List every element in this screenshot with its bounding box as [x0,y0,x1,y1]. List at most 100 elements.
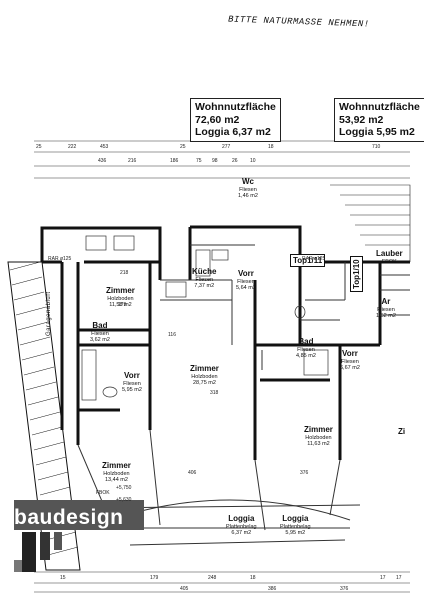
room-zimmer-bottom-left-floor: Holzboden [103,470,130,477]
dim-inner-5: 376 [300,470,309,476]
room-zimmer-top-left-floor: Holzboden [107,295,134,302]
dim-top-14: 10 [250,158,256,164]
dim-top-4: 25 [180,144,186,150]
room-vorr-right: Vorr Fliesen 6,67 m2 [340,349,360,371]
room-kueche: Küche Fliesen 7,37 m2 [192,267,217,289]
room-zimmer-right: Zimmer Holzboden 11,63 m2 [304,425,333,447]
room-bad-left-area: 3,62 m2 [90,336,110,343]
room-bad-right: Bad Fliesen 4,85 m2 [296,337,316,359]
top-label-10: Top1/10 [350,256,363,292]
dim-bottom-8: 15 [60,575,66,581]
dim-top-6: 18 [268,144,274,150]
room-loggia-left-name: Loggia [228,514,255,523]
room-bad-left: Bad Fliesen 3,62 m2 [90,321,110,343]
garagenabluft-label: Garagenabluft [46,291,52,336]
area-box-left-area: 72,60 m2 [195,113,240,126]
room-vorr-mid-floor: Fliesen [237,278,255,285]
staircase [330,184,411,262]
room-kueche-name: Küche [192,267,217,276]
room-ar: Ar Fliesen 1,52 m2 [376,297,396,319]
dim-top-9: 216 [128,158,137,164]
room-vorr-mid-name: Vorr [238,269,254,278]
dim-bottom-5: 405 [180,586,189,592]
room-ar-area: 1,52 m2 [376,312,396,319]
area-box-left: Wohnnutzfläche 72,60 m2 Loggia 6,37 m2 [190,98,281,142]
dim-top-8: 436 [98,158,107,164]
room-vorr-left-area: 5,95 m2 [122,386,142,393]
room-kueche-floor: Fliesen [195,276,214,283]
room-zimmer-far-right: Zi [398,427,406,437]
room-lauben-name: Lauber [376,249,403,258]
room-lauben-fbok: FBOK [381,258,397,265]
room-vorr-right-name: Vorr [342,349,358,358]
room-vorr-left: Vorr Fliesen 5,95 m2 [122,371,142,393]
room-vorr-left-floor: Fliesen [123,380,141,387]
dimension-lines [34,140,410,593]
fixtures [81,235,329,401]
room-wc-floor: Fliesen [239,186,257,193]
room-zimmer-far-right-name: Zi [398,427,406,436]
room-bad-right-area: 4,85 m2 [296,352,316,359]
room-vorr-mid: Vorr Fliesen 5,64 m2 [236,269,256,291]
room-vorr-mid-area: 5,64 m2 [236,284,256,291]
rar-label-top: RAR ø125 [48,256,72,262]
dim-inner-3: 116 [168,332,176,338]
dim-top-13: 26 [232,158,238,164]
room-wc-area: 1,46 m2 [238,192,258,199]
baudesign-logo: baudesign [14,506,124,529]
dim-top-12: 98 [212,158,218,164]
dim-inner-4: 406 [188,470,197,476]
area-box-right-area: 53,92 m2 [339,113,384,126]
room-lauben: Lauber FBOK [376,249,403,265]
rar-label-right: RAR ø125 [302,256,326,262]
dim-top-1: 25 [36,144,42,150]
walls [40,225,410,460]
area-box-right-title: Wohnnutzfläche [339,101,420,113]
room-vorr-left-name: Vorr [124,371,140,380]
dim-top-3: 453 [100,144,109,150]
dim-bottom-7: 17 [380,575,386,581]
room-bad-left-floor: Fliesen [91,330,109,337]
room-zimmer-bottom-left: Zimmer Holzboden 13,44 m2 [102,461,131,483]
room-zimmer-center-area: 28,75 m2 [192,379,216,386]
room-bad-right-floor: Fliesen [297,346,315,353]
room-ar-floor: Fliesen [377,306,395,313]
dim-inner-6: 318 [210,390,219,396]
room-vorr-right-area: 6,67 m2 [340,364,360,371]
room-loggia-left: Loggia Plattenbelag 6,37 m2 [226,514,257,536]
area-box-right: Wohnnutzfläche 53,92 m2 Loggia 5,95 m2 [334,98,424,142]
room-zimmer-top-left-area: 11,58 m2 [109,301,132,308]
room-loggia-left-area: 6,37 m2 [231,529,252,536]
room-loggia-right-area: 5,95 m2 [285,529,306,536]
room-loggia-right: Loggia Plattenbelag 5,95 m2 [280,514,311,536]
dim-bottom-3: 386 [268,586,277,592]
logo-mark [14,500,144,572]
fbok-label-bottom: FBOK [96,490,110,496]
dim-inner-1: 218 [120,270,129,276]
room-vorr-right-floor: Fliesen [341,358,359,365]
dim-bottom-2: 248 [208,575,217,581]
dim-top-10: 186 [170,158,179,164]
fbok-value-1: +5,750 [116,485,132,491]
room-bad-left-name: Bad [92,321,108,330]
room-wc: Wc Fliesen 1,46 m2 [238,177,258,199]
room-loggia-right-name: Loggia [282,514,309,523]
room-zimmer-center-floor: Holzboden [191,373,218,380]
fbok-value-2: +5,630 [116,497,132,503]
room-zimmer-bottom-left-area: 13,44 m2 [104,476,128,483]
dim-bottom-1: 179 [150,575,159,581]
room-zimmer-right-area: 11,63 m2 [307,440,330,447]
area-box-left-loggia: Loggia 6,37 m2 [195,126,271,138]
room-loggia-right-floor: Plattenbelag [280,523,311,530]
room-zimmer-top-left-name: Zimmer [106,286,135,295]
room-zimmer-right-floor: Holzboden [305,434,332,441]
dim-inner-2: 179 [118,302,127,308]
dim-top-7: 710 [372,144,381,150]
room-zimmer-bottom-left-name: Zimmer [102,461,131,470]
dim-top-5: 277 [222,144,231,150]
dim-bottom-9: 17 [396,575,402,581]
dim-top-11: 75 [196,158,202,164]
room-zimmer-right-name: Zimmer [304,425,333,434]
room-zimmer-top-left: Zimmer Holzboden 11,58 m2 [106,286,135,308]
